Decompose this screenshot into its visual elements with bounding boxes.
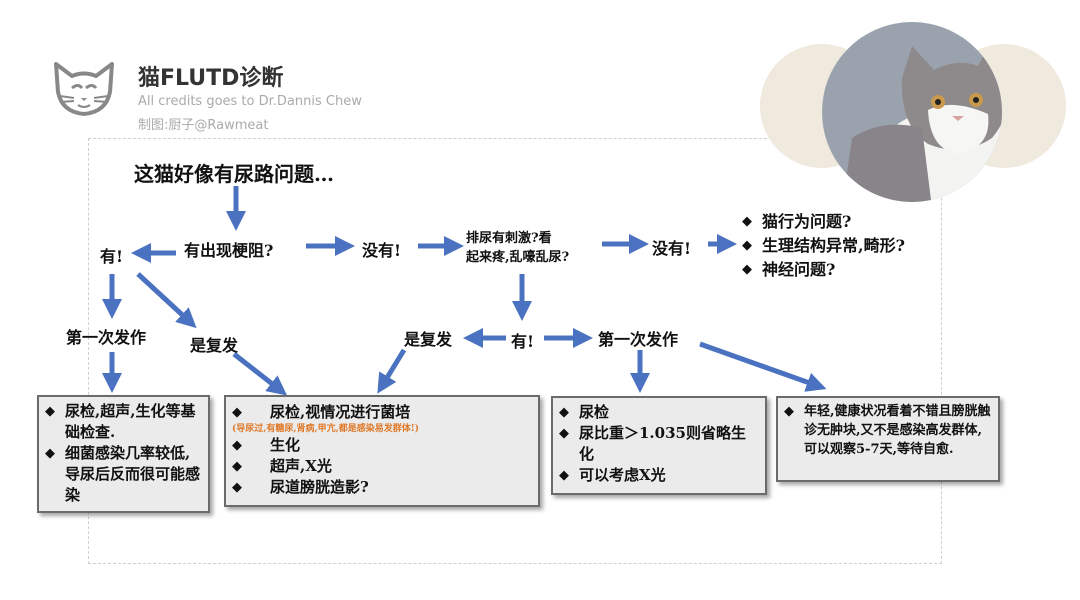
arrow-first-right-to-box4 xyxy=(700,344,818,386)
irritation-question-line2: 起来疼,乱嚎乱尿? xyxy=(466,248,569,267)
list-item: ◆尿检,视情况进行菌培 xyxy=(232,402,532,423)
start-question: 这猫好像有尿路问题… xyxy=(134,158,334,187)
diamond-bullet-icon: ◆ xyxy=(232,435,252,456)
list-item: ◆神经问题? xyxy=(742,258,905,282)
obstruction-question: 有出现梗阻? xyxy=(184,237,273,261)
list-item: ◆年轻,健康状况看着不错且膀胱触诊无肿块,又不是感染高发群体,可以观察5-7天,… xyxy=(784,402,992,459)
diamond-bullet-icon: ◆ xyxy=(559,402,579,423)
list-item: ◆尿道膀胱造影? xyxy=(232,477,532,498)
diamond-bullet-icon: ◆ xyxy=(232,477,252,498)
diamond-bullet-icon: ◆ xyxy=(45,443,65,506)
infection-risk-note: (导尿过,有糖尿,肾病,甲亢,都是感染易发群体!) xyxy=(232,423,532,435)
list-item: ◆超声,X光 xyxy=(232,456,532,477)
diamond-bullet-icon: ◆ xyxy=(742,210,762,234)
recurrent-box: ◆尿检,视情况进行菌培 (导尿过,有糖尿,肾病,甲亢,都是感染易发群体!) ◆生… xyxy=(224,395,540,507)
diamond-bullet-icon: ◆ xyxy=(559,423,579,465)
first-episode-right: 第一次发作 xyxy=(598,326,678,350)
yes-label: 有! xyxy=(100,243,123,267)
list-item: ◆生化 xyxy=(232,435,532,456)
yes2-label: 有! xyxy=(511,328,534,352)
irritation-question-line1: 排尿有刺激?看 xyxy=(466,229,569,248)
list-item: ◆可以考虑X光 xyxy=(559,465,759,486)
other-causes-list: ◆猫行为问题? ◆生理结构异常,畸形? ◆神经问题? xyxy=(742,210,905,282)
list-item: ◆生理结构异常,畸形? xyxy=(742,234,905,258)
arrow-recurrent-right-to-box2 xyxy=(382,350,404,386)
irritation-question: 排尿有刺激?看 起来疼,乱嚎乱尿? xyxy=(466,229,569,267)
arrow-recurrent-to-box2 xyxy=(234,354,280,390)
observation-box: ◆年轻,健康状况看着不错且膀胱触诊无肿块,又不是感染高发群体,可以观察5-7天,… xyxy=(776,396,1000,482)
no-label: 没有! xyxy=(362,237,401,261)
no2-label: 没有! xyxy=(652,235,691,259)
list-item: ◆尿检 xyxy=(559,402,759,423)
first-episode-obstruction-box: ◆尿检,超声,生化等基础检查. ◆细菌感染几率较低,导尿后反而很可能感染 xyxy=(37,395,210,513)
list-item: ◆猫行为问题? xyxy=(742,210,905,234)
diamond-bullet-icon: ◆ xyxy=(742,234,762,258)
list-item: ◆尿比重＞1.035则省略生化 xyxy=(559,423,759,465)
diamond-bullet-icon: ◆ xyxy=(232,456,252,477)
recurrent-left: 是复发 xyxy=(190,332,238,356)
list-item: ◆细菌感染几率较低,导尿后反而很可能感染 xyxy=(45,443,202,506)
diamond-bullet-icon: ◆ xyxy=(559,465,579,486)
diamond-bullet-icon: ◆ xyxy=(742,258,762,282)
first-episode-irritation-box: ◆尿检 ◆尿比重＞1.035则省略生化 ◆可以考虑X光 xyxy=(551,396,767,495)
first-episode-left: 第一次发作 xyxy=(66,324,146,348)
list-item: ◆尿检,超声,生化等基础检查. xyxy=(45,401,202,443)
arrow-yes-to-recurrent xyxy=(138,274,190,322)
recurrent-right: 是复发 xyxy=(404,326,452,350)
diamond-bullet-icon: ◆ xyxy=(784,402,804,459)
diamond-bullet-icon: ◆ xyxy=(232,402,252,423)
diamond-bullet-icon: ◆ xyxy=(45,401,65,443)
